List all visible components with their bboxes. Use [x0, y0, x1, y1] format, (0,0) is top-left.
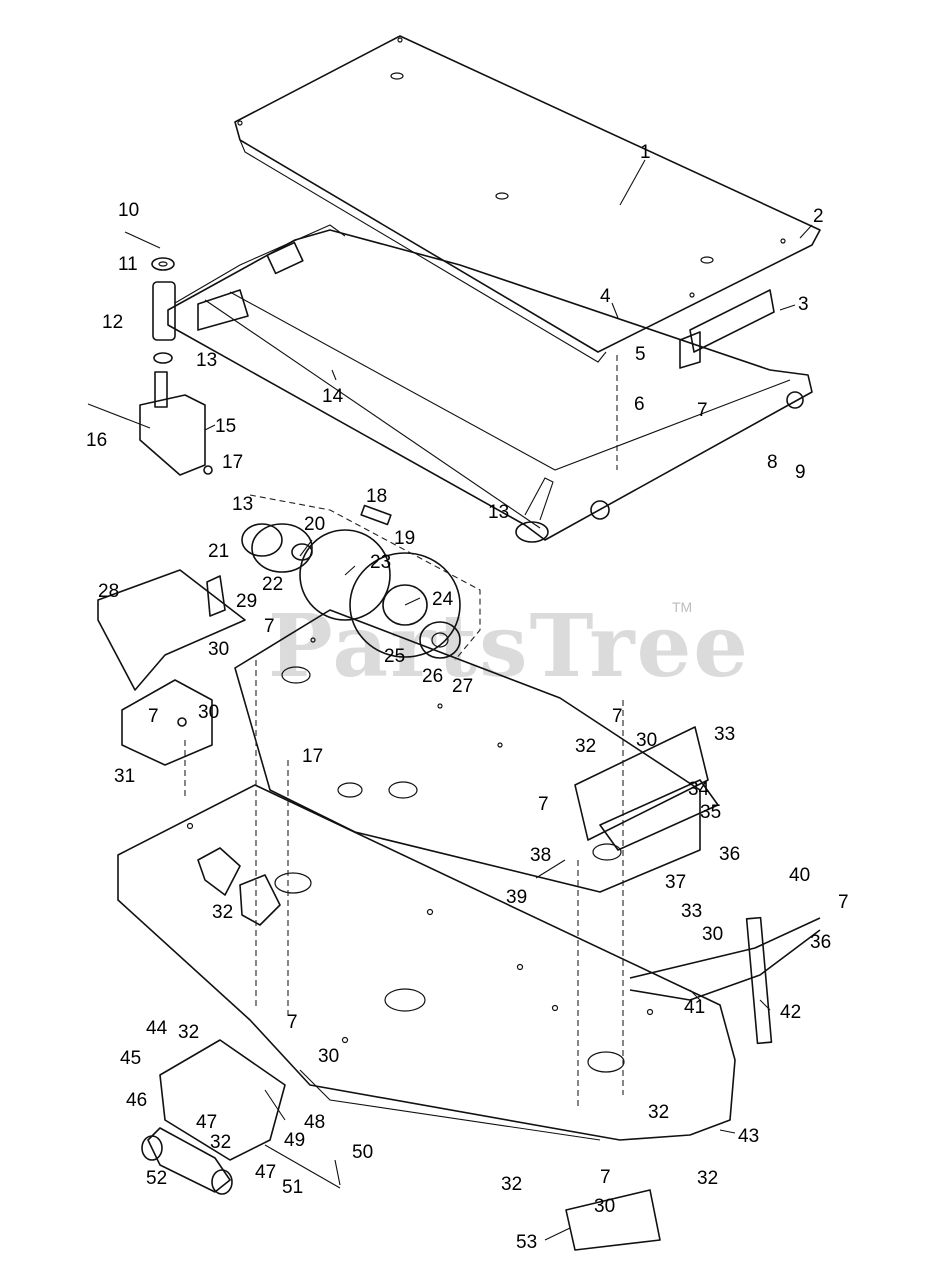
- lift-handle: [629, 916, 821, 1045]
- callout: 33: [714, 724, 735, 745]
- callout: 33: [681, 901, 702, 922]
- callout: 51: [282, 1177, 303, 1198]
- callout: 14: [322, 386, 344, 407]
- callout: 30: [594, 1196, 615, 1217]
- callout: 30: [318, 1046, 339, 1067]
- callout: 16: [86, 430, 107, 451]
- callout: 30: [198, 702, 219, 723]
- callout: 13: [196, 350, 217, 371]
- callout: 17: [302, 746, 323, 767]
- callout: 13: [488, 502, 509, 523]
- callout: 24: [432, 589, 454, 610]
- callout: 2: [813, 206, 824, 227]
- callout: 32: [210, 1132, 231, 1153]
- callout: 21: [208, 541, 229, 562]
- callout: 32: [501, 1174, 522, 1195]
- callout: 32: [575, 736, 596, 757]
- callout: 7: [697, 400, 708, 421]
- callout: 19: [394, 528, 415, 549]
- callout: 26: [422, 666, 443, 687]
- callout: 43: [738, 1126, 759, 1147]
- callout: 23: [370, 552, 391, 573]
- callout: 28: [98, 581, 119, 602]
- callout: 25: [384, 646, 405, 667]
- callout: 36: [719, 844, 740, 865]
- bracket-28: [97, 569, 246, 691]
- callout: 7: [148, 706, 159, 727]
- callout: 30: [702, 924, 723, 945]
- callout: 48: [304, 1112, 325, 1133]
- callout: 50: [352, 1142, 373, 1163]
- watermark-trademark: TM: [672, 599, 692, 615]
- bracket-31: [121, 679, 213, 766]
- callout: 7: [264, 616, 275, 637]
- leader-lines: [204, 159, 813, 1241]
- callout: 45: [120, 1048, 141, 1069]
- callout: 17: [222, 452, 243, 473]
- roller-assembly: [141, 1039, 341, 1195]
- callout: 47: [196, 1112, 217, 1133]
- callout: 4: [600, 286, 611, 307]
- callout: 34: [688, 779, 710, 800]
- callout: 3: [798, 294, 809, 315]
- callout: 46: [126, 1090, 147, 1111]
- callout-labels: 1 2 3 4 5 6 7 7 7 7 7 7 7 7 8 9 10 11 12…: [86, 142, 849, 1253]
- callout: 52: [146, 1168, 167, 1189]
- callout: 32: [212, 902, 233, 923]
- mower-deck: [117, 784, 736, 1141]
- callout: 6: [634, 394, 645, 415]
- callout: 32: [178, 1022, 199, 1043]
- callout: 18: [366, 486, 387, 507]
- callout: 35: [700, 802, 721, 823]
- callout: 7: [838, 892, 849, 913]
- callout: 7: [538, 794, 549, 815]
- callout: 11: [118, 254, 138, 275]
- pivot-assembly: [87, 231, 213, 476]
- callout: 31: [114, 766, 135, 787]
- callout: 49: [284, 1130, 305, 1151]
- callout: 9: [795, 462, 806, 483]
- callout: 36: [810, 932, 831, 953]
- callout: 10: [118, 200, 139, 221]
- watermark: PartsTree: [268, 596, 750, 697]
- callout: 40: [789, 865, 810, 886]
- callout: 30: [208, 639, 229, 660]
- callout: 44: [146, 1018, 168, 1039]
- callout: 53: [516, 1232, 537, 1253]
- callout: 15: [215, 416, 236, 437]
- callout: 7: [287, 1012, 298, 1033]
- rear-guard: [565, 1189, 661, 1251]
- callout: 13: [232, 494, 253, 515]
- callout: 20: [304, 514, 325, 535]
- control-plate: [574, 726, 719, 851]
- main-frame: [167, 224, 813, 543]
- callout: 5: [635, 344, 646, 365]
- callout: 27: [452, 676, 473, 697]
- callout: 1: [640, 142, 651, 163]
- callout: 38: [530, 845, 551, 866]
- callout: 30: [636, 730, 657, 751]
- callout: 7: [612, 706, 623, 727]
- pulley-assembly: [241, 494, 481, 661]
- callout: 32: [697, 1168, 718, 1189]
- callout: 29: [236, 591, 257, 612]
- cover-plate: [234, 35, 821, 363]
- callout: 37: [665, 872, 686, 893]
- callout: 32: [648, 1102, 669, 1123]
- callout: 8: [767, 452, 778, 473]
- callout: 22: [262, 574, 283, 595]
- callout: 12: [102, 312, 123, 333]
- spindle-plate: [234, 609, 701, 893]
- alignment-lines: [184, 355, 624, 1110]
- callout: 47: [255, 1162, 276, 1183]
- callout: 7: [600, 1167, 611, 1188]
- callout: 39: [506, 887, 527, 908]
- callout: 41: [684, 997, 705, 1018]
- callout: 42: [780, 1002, 801, 1023]
